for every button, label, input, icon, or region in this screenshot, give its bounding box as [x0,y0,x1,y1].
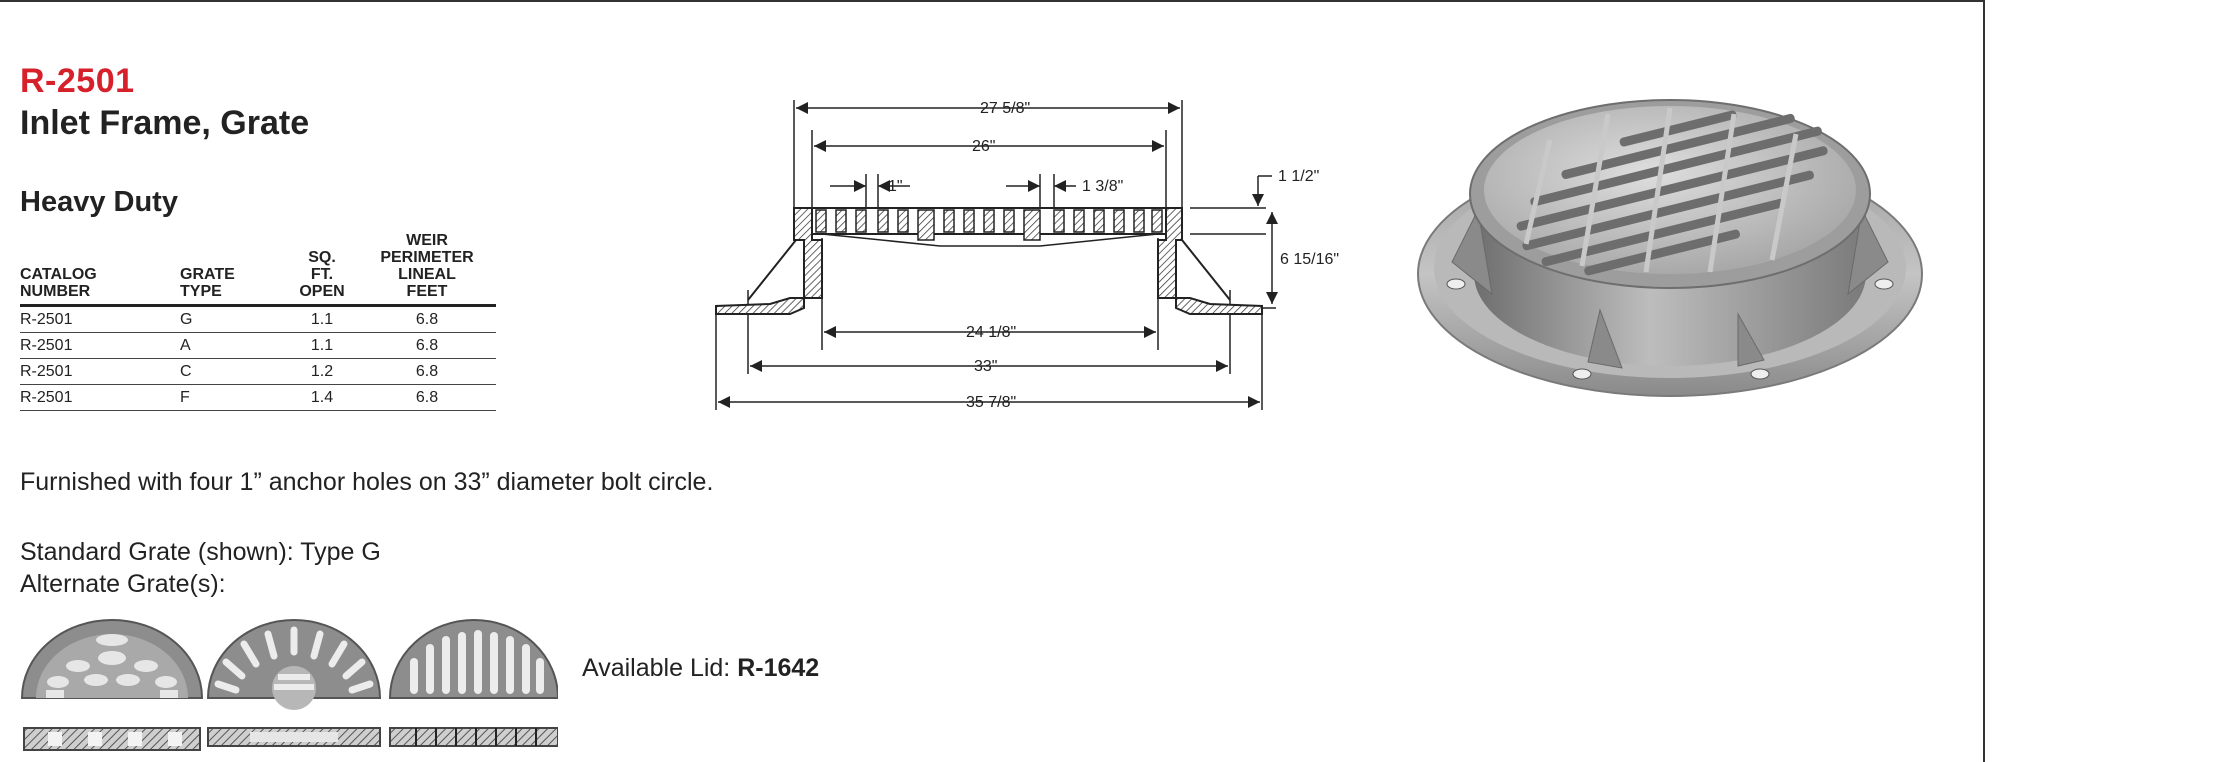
anchor-note: Furnished with four 1” anchor holes on 3… [20,468,714,496]
cell-grate: C [180,363,192,380]
cell-weir: 6.8 [415,337,439,354]
duty-rating: Heavy Duty [20,186,178,218]
header-grate: GRATE TYPE [180,266,235,300]
cell-weir: 6.8 [415,363,439,380]
dim-overall-top: 27 5/8" [980,100,1030,117]
dim-flange: 35 7/8" [966,394,1016,411]
dim-grate-thickness: 1 1/2" [1278,168,1319,185]
cross-section-drawing: 27 5/8" 26" 1" 1 3/8" 1 1/2" 6 15/16" 24… [715,100,1339,411]
right-border [1983,0,1985,762]
dim-bolt-circle: 33" [974,358,997,375]
cell-sq: 1.4 [310,389,334,406]
table-row: R-2501 A 1.1 6.8 [20,333,496,359]
grate-type-a-icon [20,619,204,751]
cell-catalog: R-2501 [20,363,73,380]
cell-catalog: R-2501 [20,311,73,328]
cell-catalog: R-2501 [20,389,73,406]
dim-bar: 1 3/8" [1082,178,1123,195]
product-code: R-2501 [20,62,135,100]
spec-table: CATALOG NUMBER GRATE TYPE SQ. FT. OPEN W… [20,232,496,411]
grate-type-f-icon [388,619,558,747]
alternate-grate-thumbnails [20,619,558,751]
table-row: R-2501 C 1.2 6.8 [20,359,496,385]
alternate-grates-label: Alternate Grate(s): [20,570,226,598]
cell-weir: 6.8 [415,389,439,406]
dim-opening: 24 1/8" [966,324,1016,341]
cell-sq: 1.1 [310,311,334,328]
grate-type-c-icon [206,619,382,747]
cell-sq: 1.2 [310,363,334,380]
frame-section [715,207,1263,315]
cell-weir: 6.8 [415,311,439,328]
table-row: R-2501 G 1.1 6.8 [20,306,496,333]
spec-table-header: CATALOG NUMBER GRATE TYPE SQ. FT. OPEN W… [20,232,496,306]
available-lid-label: Available Lid: [582,654,731,682]
available-lid-value: R-1642 [737,654,820,682]
dim-inner-top: 26" [972,138,995,155]
dim-slot: 1" [888,178,903,195]
cell-grate: G [180,311,193,328]
header-weir: WEIR PERIMETER LINEAL FEET [380,232,474,300]
cell-grate: F [180,389,190,406]
table-row: R-2501 F 1.4 6.8 [20,385,496,411]
grate-slots [1516,110,1828,276]
top-border [0,0,1985,2]
product-name: Inlet Frame, Grate [20,104,310,142]
header-sq-ft: SQ. FT. OPEN [299,249,345,300]
header-catalog: CATALOG NUMBER [20,266,97,300]
dim-height: 6 15/16" [1280,251,1339,268]
cell-catalog: R-2501 [20,337,73,354]
grate-section [811,207,1167,247]
available-lid: Available Lid: R-1642 [582,654,819,683]
cell-sq: 1.1 [310,337,334,354]
standard-grate-note: Standard Grate (shown): Type G [20,538,381,566]
cell-grate: A [180,337,191,354]
product-rendering [1417,99,1923,397]
